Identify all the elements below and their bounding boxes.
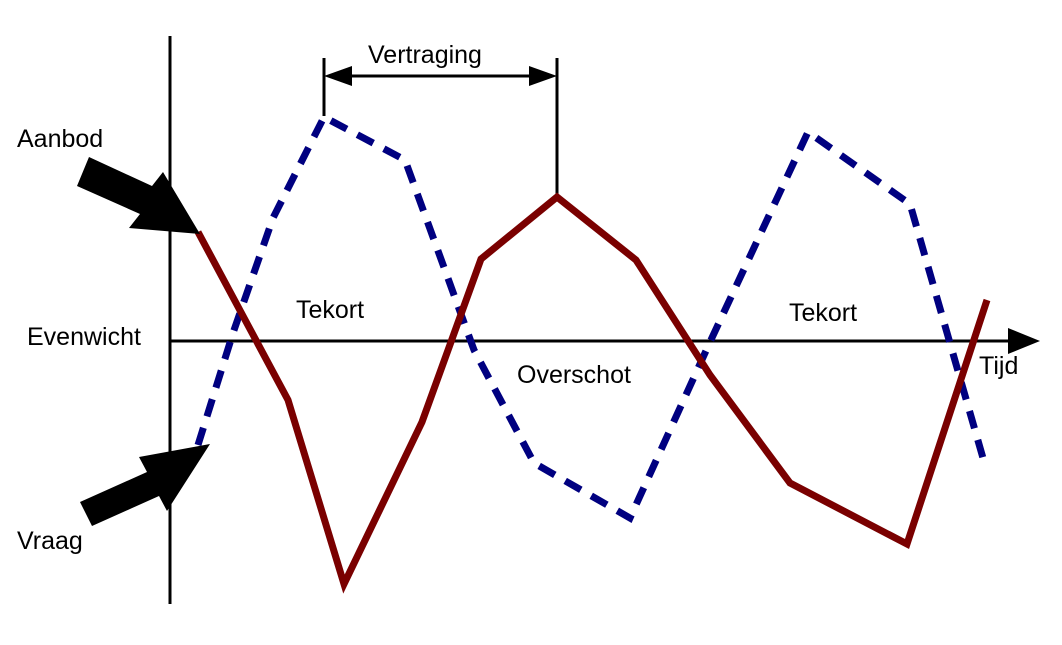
- demand-label: Vraag: [17, 527, 83, 555]
- equilibrium-label: Evenwicht: [27, 323, 141, 351]
- supply-label: Aanbod: [17, 125, 103, 153]
- delay-arrowhead-left: [324, 66, 352, 86]
- shortage-label-right: Tekort: [789, 299, 857, 327]
- demand-pointer-arrow: [80, 444, 210, 526]
- time-axis-arrowhead: [1008, 328, 1040, 354]
- supply-pointer-arrow: [77, 157, 200, 234]
- delay-label: Vertraging: [368, 41, 482, 69]
- shortage-label-left: Tekort: [296, 296, 364, 324]
- surplus-label: Overschot: [517, 361, 631, 389]
- demand-curve: [194, 112, 989, 523]
- supply-curve: [194, 192, 991, 594]
- delay-arrowhead-right: [529, 66, 557, 86]
- time-label: Tijd: [979, 352, 1018, 380]
